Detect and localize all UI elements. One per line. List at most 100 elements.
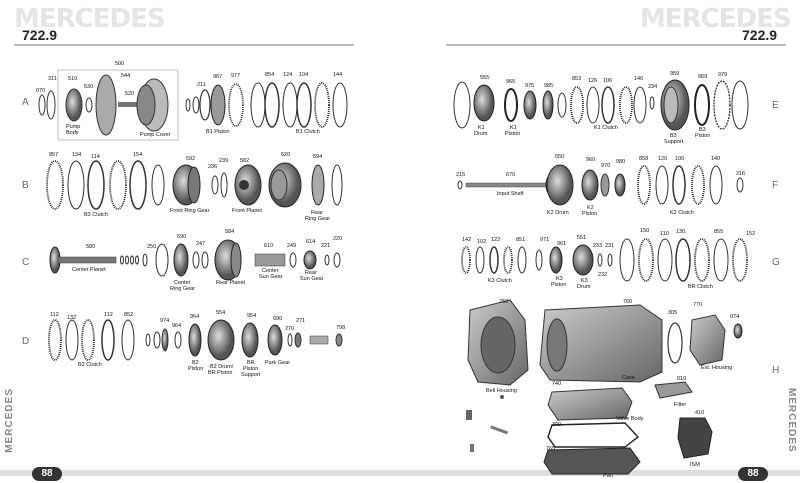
caption-park-gear: Park Gear (265, 360, 290, 366)
part-500-plate (95, 74, 117, 136)
label-979: 979 (718, 72, 727, 78)
caption-center-ring-gear-l2: Ring Gear (170, 286, 195, 292)
row-letter-e: E (772, 100, 779, 111)
caption-input-shaft: Input Shaft (497, 191, 524, 197)
part-520-pump-cover (118, 78, 169, 132)
label-122: 122 (491, 237, 500, 243)
label-247: 247 (196, 241, 205, 247)
part-750-bell-housing (467, 299, 529, 386)
label-132: 132 (67, 315, 76, 321)
b1-clutch-pack (250, 82, 348, 128)
caption-k3-piston-l2: Piston (551, 282, 566, 288)
row-letter-f: F (772, 180, 779, 191)
caption-pump-body-l1: Pump (66, 124, 80, 130)
caption-rear-sun-gear-l1: Rear (305, 270, 317, 276)
label-249: 249 (287, 243, 296, 249)
caption-k3-drum-l2: Drum (577, 284, 591, 290)
caption-b2-clutch: B2 Clutch (78, 362, 102, 368)
label-959: 959 (670, 71, 679, 77)
part-614-rear-sun-gear (303, 250, 317, 270)
right-parts-diagram: 555 965 975 985 853 126 106 146 234 959 … (453, 71, 755, 479)
part-236-239-rings (211, 172, 228, 198)
brand-title: MERCEDES (14, 4, 166, 34)
label-220: 220 (333, 236, 342, 242)
label-311: 311 (48, 76, 57, 82)
label-211: 211 (197, 82, 206, 88)
label-120: 120 (658, 156, 667, 162)
label-554: 554 (216, 310, 225, 316)
label-104: 104 (299, 72, 308, 78)
label-964a: 964 (172, 323, 181, 329)
label-770: 770 (693, 302, 702, 308)
caption-b2-drum-l2: BR Piston (208, 370, 232, 376)
label-765: 765 (546, 446, 555, 452)
caption-front-planet: Front Planet (232, 208, 262, 214)
part-550-k2-drum (546, 164, 574, 206)
caption-b1-piston: B1 Piston (206, 129, 230, 135)
caption-pump-body-l2: Body (66, 130, 79, 136)
label-154: 154 (133, 152, 142, 158)
part-969-b3-piston (694, 84, 710, 126)
part-594-rear-ring-gear (311, 164, 325, 206)
label-239: 239 (219, 158, 228, 164)
label-110: 110 (660, 231, 669, 237)
label-555: 555 (480, 75, 489, 81)
caption-filter: Filter (674, 402, 686, 408)
page-number-right: 88 (738, 467, 768, 481)
label-851: 851 (516, 237, 525, 243)
label-102: 102 (477, 239, 486, 245)
label-126: 126 (588, 78, 597, 84)
label-590: 590 (177, 234, 186, 240)
caption-k1-drum-l1: K1 (478, 125, 485, 131)
caption-rear-sun-gear-l2: Sun Gear (300, 276, 324, 282)
label-551: 551 (577, 235, 586, 241)
caption-br-piston-support-l1: BR (247, 360, 255, 366)
part-551-k3-drum (572, 244, 594, 276)
caption-center-planet: Center Planet (72, 267, 106, 273)
part-592-front-ring-gear (172, 164, 201, 206)
k2-clutch-pack (637, 165, 744, 205)
label-550: 550 (555, 154, 564, 160)
label-961: 961 (557, 241, 566, 247)
label-964b: 964 (190, 314, 199, 320)
part-410-ism (677, 417, 713, 459)
label-112a: 112 (50, 312, 59, 318)
caption-b2-drum: B2 Drum/BR Piston (208, 364, 234, 376)
side-brand-label-right: MERCEDES (786, 388, 797, 453)
label-144: 144 (333, 72, 342, 78)
label-974: 974 (160, 318, 169, 324)
caption-k2-clutch: K2 Clutch (670, 210, 694, 216)
header-rule (14, 44, 354, 46)
part-740-valve-body (547, 387, 633, 421)
label-146: 146 (634, 76, 643, 82)
part-510-pump-body (65, 88, 83, 122)
label-500: 500 (115, 61, 124, 67)
part-530-seal (85, 97, 93, 113)
label-610: 610 (264, 243, 273, 249)
caption-center-sun-gear-l2: Sun Gear (259, 274, 283, 280)
caption-b3-clutch: B3 Clutch (84, 212, 108, 218)
part-249-ring (289, 252, 297, 268)
part-970-980-rings (600, 173, 626, 197)
row-letter-c: C (22, 257, 30, 268)
label-852: 852 (124, 312, 133, 318)
part-582-front-planet (234, 164, 262, 206)
caption-b3-piston-l2: Piston (695, 133, 710, 139)
part-979-spring (713, 80, 749, 130)
br-clutch-pack (619, 238, 748, 282)
b2-clutch-pack (48, 319, 135, 361)
caption-center-sun-gear-l1: Center (262, 268, 279, 274)
label-221: 221 (321, 243, 330, 249)
caption-pump-cover: Pump Cover (140, 132, 171, 138)
caption-rear-ring-gear-l2: Ring Gear (305, 216, 330, 222)
